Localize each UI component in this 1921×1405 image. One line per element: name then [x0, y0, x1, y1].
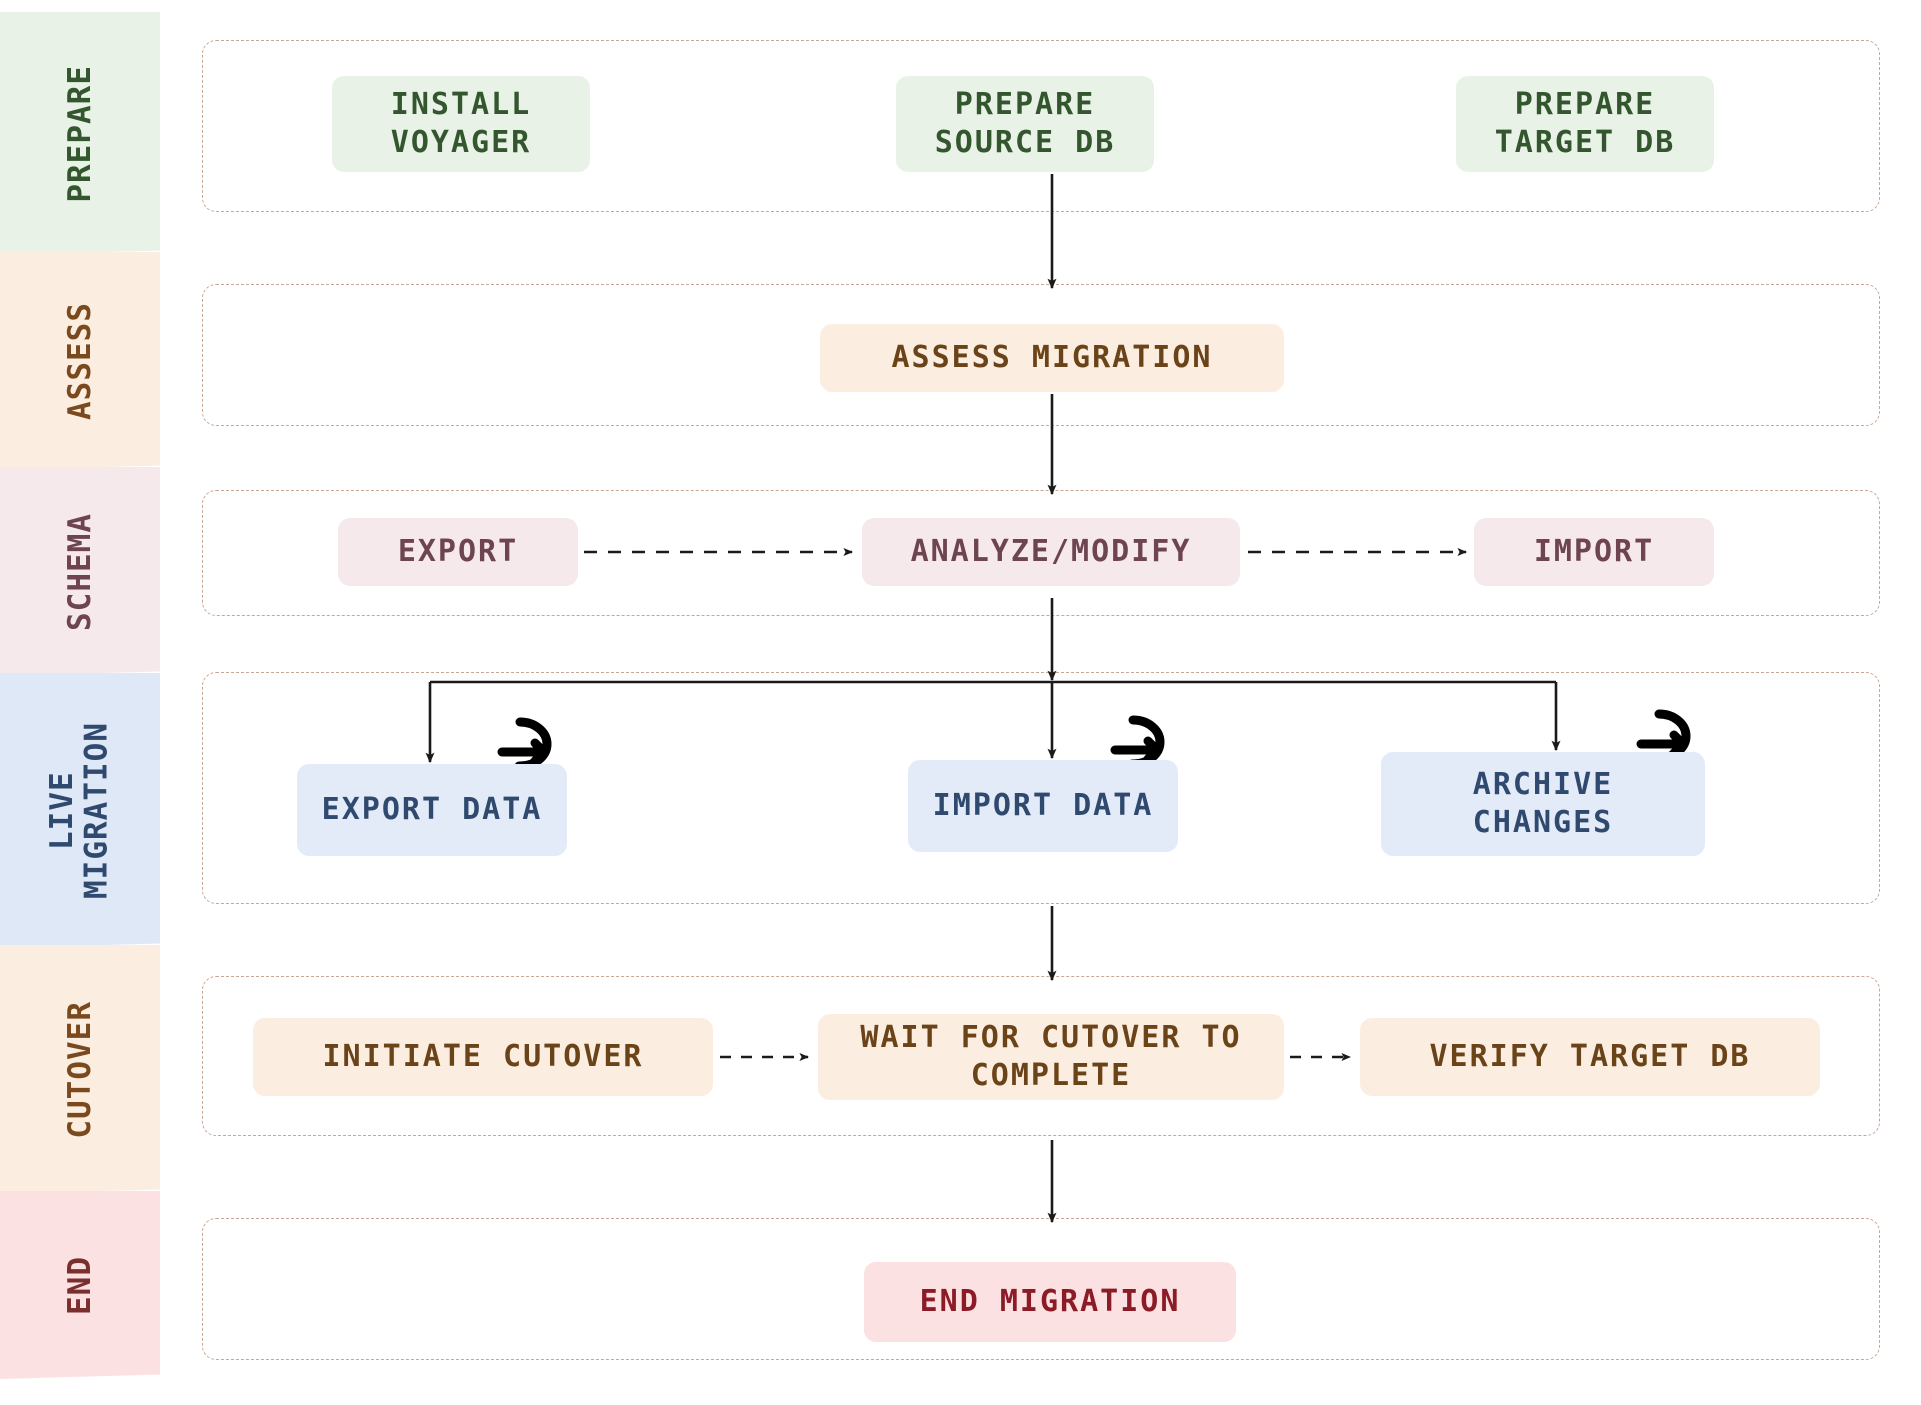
node-prepare-source-db[interactable]: PREPARE SOURCE DB: [896, 76, 1154, 172]
rail-label-cutover: CUTOVER: [61, 1000, 98, 1139]
live-phase-container: [202, 672, 1880, 904]
node-schema-export[interactable]: EXPORT: [338, 518, 578, 586]
node-archive-changes[interactable]: ARCHIVE CHANGES: [1381, 752, 1705, 856]
node-import-data[interactable]: IMPORT DATA: [908, 760, 1178, 852]
node-export-data[interactable]: EXPORT DATA: [297, 764, 567, 856]
rail-band-assess: ASSESS: [0, 252, 160, 470]
rail-label-schema: SCHEMA: [61, 512, 98, 631]
node-schema-import[interactable]: IMPORT: [1474, 518, 1714, 586]
assess-phase-container: [202, 284, 1880, 426]
node-prepare-target-db[interactable]: PREPARE TARGET DB: [1456, 76, 1714, 172]
node-verify-target-db[interactable]: VERIFY TARGET DB: [1360, 1018, 1820, 1096]
rail-band-live-migration: LIVE MIGRATION: [0, 673, 160, 948]
node-initiate-cutover[interactable]: INITIATE CUTOVER: [253, 1018, 713, 1096]
rail-label-assess: ASSESS: [61, 302, 98, 420]
cutover-phase-container: [202, 976, 1880, 1136]
phase-rail: PREPARE ASSESS SCHEMA LIVE MIGRATION CUT…: [0, 0, 160, 1405]
node-wait-for-cutover-to-complete[interactable]: WAIT FOR CUTOVER TO COMPLETE: [818, 1014, 1284, 1100]
node-end-migration[interactable]: END MIGRATION: [864, 1262, 1236, 1342]
rail-band-end: END: [0, 1191, 160, 1379]
node-schema-analyze-modify[interactable]: ANALYZE/MODIFY: [862, 518, 1240, 586]
rail-band-schema: SCHEMA: [0, 467, 160, 676]
node-assess-migration[interactable]: ASSESS MIGRATION: [820, 324, 1284, 392]
rail-band-prepare: PREPARE: [0, 12, 160, 255]
end-phase-container: [202, 1218, 1880, 1360]
prepare-phase-container: [202, 40, 1880, 212]
rail-label-live-migration: LIVE MIGRATION: [44, 722, 115, 899]
schema-phase-container: [202, 490, 1880, 616]
rail-label-end: END: [61, 1255, 98, 1315]
rail-label-prepare: PREPARE: [61, 64, 98, 203]
node-install-voyager[interactable]: INSTALL VOYAGER: [332, 76, 590, 172]
rail-band-cutover: CUTOVER: [0, 945, 160, 1194]
